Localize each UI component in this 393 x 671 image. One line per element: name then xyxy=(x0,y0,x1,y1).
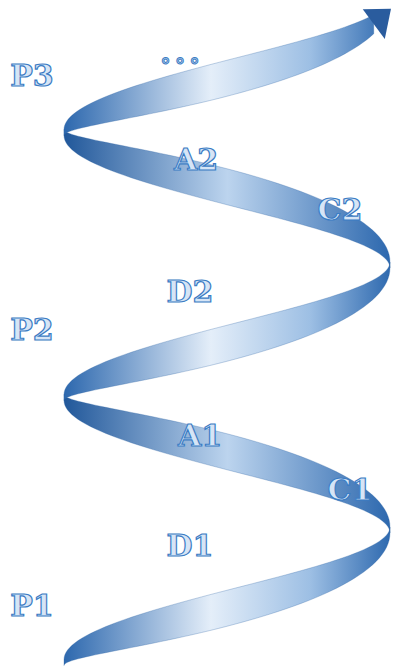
stage-label: A2 xyxy=(174,145,218,175)
stage-label: D1 xyxy=(167,531,214,561)
stage-label: P1 xyxy=(10,591,53,621)
stage-label: A1 xyxy=(178,421,222,451)
ribbon-band xyxy=(64,395,390,534)
ribbon-band xyxy=(64,262,390,401)
ribbon xyxy=(64,9,391,666)
stage-label: P3 xyxy=(10,61,53,91)
stage-label: C2 xyxy=(318,195,363,225)
ribbon-band xyxy=(64,15,374,136)
arrow-head xyxy=(363,9,391,39)
ellipsis-mark: ∘∘∘ xyxy=(159,50,203,70)
ribbon-band xyxy=(64,130,390,269)
ribbon-band xyxy=(64,527,390,666)
stage-label: D2 xyxy=(167,277,214,307)
stage-label: C1 xyxy=(328,475,373,505)
stage-label: P2 xyxy=(10,315,53,345)
